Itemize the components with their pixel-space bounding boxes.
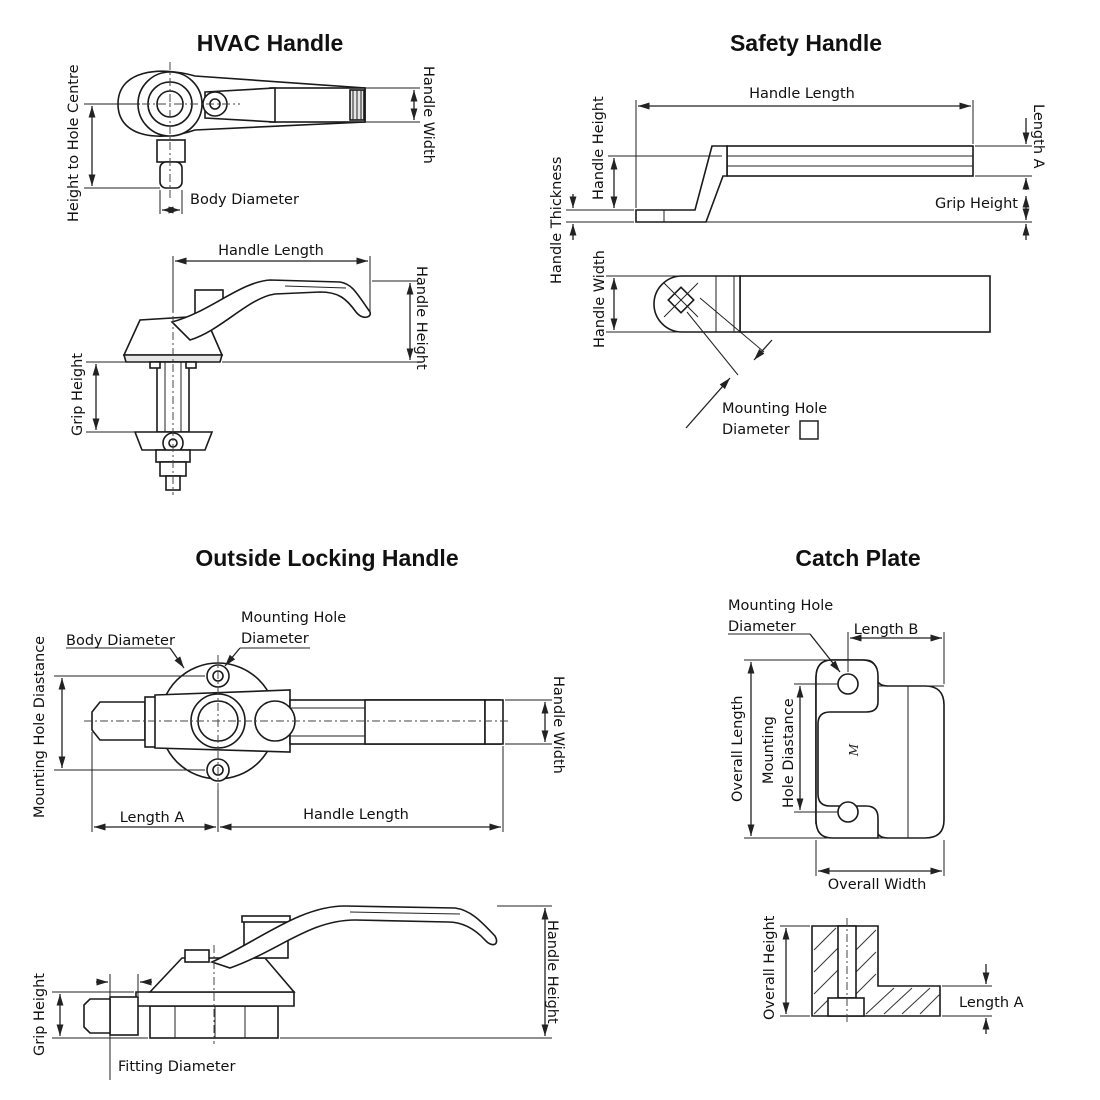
outside-length-a-label: Length A: [120, 810, 185, 826]
hvac-top-view: [110, 62, 366, 200]
hvac-title: HVAC Handle: [197, 30, 344, 56]
hvac-grip-height-label: Grip Height: [70, 353, 86, 436]
catch-mounting-hole-label-1: Mounting Hole: [728, 598, 833, 614]
hvac-height-to-hole-label: Height to Hole Centre: [66, 64, 82, 222]
catch-hole-distance-label-1: Mounting: [761, 716, 777, 784]
catch-overall-width-label: Overall Width: [828, 877, 927, 893]
outside-fitting-diameter-label: Fitting Diameter: [118, 1059, 235, 1075]
hvac-side-view: [122, 279, 372, 495]
outside-handle-length-label: Handle Length: [303, 807, 409, 823]
outside-title: Outside Locking Handle: [195, 545, 458, 571]
catch-overall-height-label: Overall Height: [762, 915, 778, 1020]
catch-plate-section: Catch Plate M Mounting Hole Diameter Len…: [728, 545, 1024, 1034]
outside-handle-width-label: Handle Width: [550, 676, 566, 774]
catch-title: Catch Plate: [795, 545, 920, 571]
safety-length-a-label: Length A: [1030, 104, 1046, 169]
outside-top-view: [84, 655, 510, 790]
safety-handle-section: Safety Handle Handle Length Length A Han…: [549, 30, 1046, 440]
catch-plate-mark: M: [847, 743, 861, 757]
safety-mounting-hole-label-1: Mounting Hole: [722, 401, 827, 417]
safety-grip-height-label: Grip Height: [935, 196, 1018, 212]
outside-mounting-hole-label-2: Diameter: [241, 631, 309, 647]
safety-handle-length-label: Handle Length: [749, 86, 855, 102]
hvac-body-diameter-label: Body Diameter: [190, 192, 299, 208]
catch-mounting-hole-label-2: Diameter: [728, 619, 796, 635]
safety-handle-width-label: Handle Width: [592, 250, 608, 348]
outside-locking-handle-section: Outside Locking Handle Body Diameter: [32, 545, 566, 1080]
outside-mounting-hole-distance-label: Mounting Hole Diastance: [32, 636, 48, 818]
catch-length-b-label: Length B: [854, 622, 919, 638]
safety-mounting-hole-label-2: Diameter: [722, 422, 790, 438]
outside-side-view: [83, 905, 498, 1044]
catch-top-view: M: [815, 659, 945, 839]
safety-handle-height-label: Handle Height: [591, 96, 607, 200]
safety-top-view: [653, 275, 991, 333]
hvac-handle-section: HVAC Handle Height to Hole Centre: [66, 30, 436, 495]
outside-body-diameter-label: Body Diameter: [66, 633, 175, 649]
hvac-handle-height-label: Handle Height: [413, 266, 429, 370]
catch-hole-distance-label-2: Hole Diastance: [781, 698, 797, 808]
catch-overall-length-label: Overall Length: [730, 696, 746, 802]
hvac-handle-width-label: Handle Width: [420, 66, 436, 164]
square-hole-symbol: [799, 420, 819, 440]
catch-side-view: [811, 918, 941, 1022]
hvac-handle-length-label: Handle Length: [218, 243, 324, 259]
safety-title: Safety Handle: [730, 30, 882, 56]
catch-length-a-label: Length A: [959, 995, 1024, 1011]
outside-handle-height-label: Handle Height: [544, 920, 560, 1024]
outside-grip-height-label: Grip Height: [32, 973, 48, 1056]
outside-mounting-hole-label-1: Mounting Hole: [241, 610, 346, 626]
safety-handle-thickness-label: Handle Thickness: [549, 157, 565, 284]
safety-side-view: [635, 145, 974, 223]
